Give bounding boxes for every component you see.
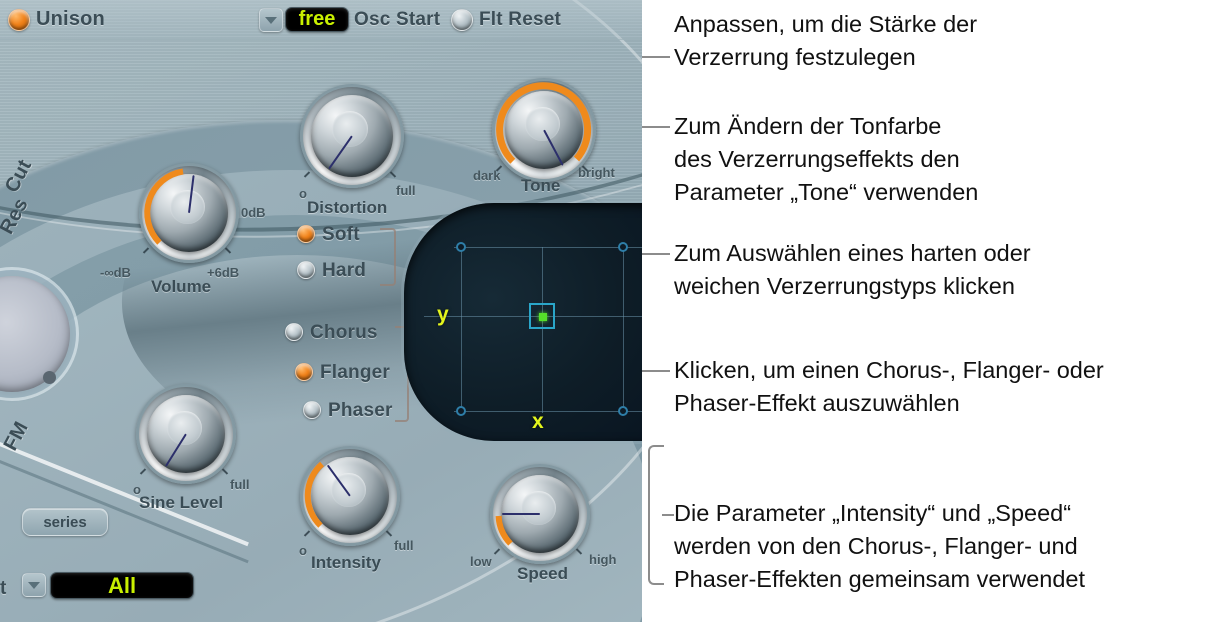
sine-level-max-label: full (230, 477, 250, 492)
xy-node-bottom-right[interactable] (618, 406, 628, 416)
chorus-label[interactable]: Chorus (310, 322, 378, 343)
volume-min-label: -∞dB (100, 265, 131, 280)
phaser-led[interactable] (303, 401, 321, 419)
filter-cutoff-knob[interactable] (0, 276, 70, 392)
distortion-hard-label[interactable]: Hard (322, 260, 367, 281)
filter-select-value-display[interactable]: All (50, 572, 194, 599)
distortion-knob[interactable] (300, 84, 404, 188)
xy-y-axis-label: y (437, 303, 449, 326)
xy-node-top-right[interactable] (618, 242, 628, 252)
tone-knob-label: Tone (521, 176, 561, 195)
callout-brace-stub (662, 514, 674, 516)
callout-text-distortion: Anpassen, um die Stärke der Verzerrung f… (674, 11, 978, 70)
callout-text-tone: Zum Ändern der Tonfarbe des Verzerrungse… (674, 113, 979, 205)
volume-knob-label: Volume (151, 277, 212, 296)
distortion-hard-led[interactable] (297, 261, 315, 279)
filter-knob-notch (43, 371, 56, 384)
distortion-max-label: full (396, 183, 416, 198)
xy-pad[interactable]: y x (404, 203, 642, 441)
xy-node-top-left[interactable] (456, 242, 466, 252)
chevron-down-icon (265, 16, 277, 24)
volume-mid-label: 0dB (241, 205, 266, 220)
callout-line-distortion (642, 56, 670, 58)
osc-start-label: Osc Start (354, 9, 441, 30)
xy-handle[interactable] (529, 303, 555, 329)
tone-knob[interactable] (492, 78, 596, 182)
series-button[interactable]: series (22, 508, 108, 536)
distortion-soft-label[interactable]: Soft (322, 224, 360, 245)
speed-max-label: high (589, 552, 617, 567)
callout-brace-intensity-speed (648, 445, 664, 585)
synth-plugin-panel: Unison free Osc Start Flt Reset Cut Res … (0, 0, 642, 622)
filter-select-prefix-label: t (0, 578, 7, 599)
callout-text-soft-hard: Zum Auswählen eines harten oder weichen … (674, 240, 1031, 299)
callout-line-mod-select (642, 370, 670, 372)
intensity-knob-label: Intensity (311, 553, 381, 572)
speed-knob-arc (495, 515, 513, 546)
chevron-down-icon (28, 581, 40, 589)
unison-led[interactable] (8, 9, 30, 31)
sine-level-min-label: o (133, 482, 141, 497)
intensity-knob[interactable] (300, 446, 400, 546)
tone-max-label: bright (578, 165, 615, 180)
flt-reset-label: Flt Reset (479, 9, 562, 30)
xy-node-bottom-left[interactable] (456, 406, 466, 416)
unison-label: Unison (36, 8, 105, 30)
tone-min-label: dark (473, 168, 501, 183)
flanger-label[interactable]: Flanger (320, 362, 391, 383)
distortion-knob-label: Distortion (307, 198, 388, 217)
intensity-min-label: o (299, 543, 307, 558)
xy-x-axis-label: x (532, 410, 544, 433)
flt-reset-led[interactable] (451, 9, 473, 31)
fm-label: FM (0, 418, 33, 455)
volume-knob[interactable] (139, 163, 239, 263)
speed-knob-label: Speed (517, 564, 569, 583)
tone-knob-arc (496, 82, 592, 164)
callout-line-soft-hard (642, 253, 670, 255)
sine-level-knob[interactable] (136, 384, 236, 484)
volume-knob-arc (144, 168, 184, 245)
speed-knob[interactable] (490, 464, 590, 564)
distortion-soft-led[interactable] (297, 225, 315, 243)
volume-max-label: +6dB (207, 265, 240, 280)
distortion-type-bracket (380, 228, 396, 286)
intensity-knob-arc (304, 461, 325, 528)
speed-knob-pointer (502, 513, 540, 515)
callout-text-mod-select: Klicken, um einen Chorus-, Flanger- oder… (674, 357, 1104, 416)
phaser-label[interactable]: Phaser (328, 400, 393, 421)
flanger-led[interactable] (295, 363, 313, 381)
sine-level-knob-label: Sine Level (139, 493, 224, 512)
chorus-led[interactable] (285, 323, 303, 341)
osc-start-value-display[interactable]: free (285, 7, 349, 32)
osc-start-menu-button[interactable] (259, 8, 283, 32)
filter-select-menu-button[interactable] (22, 573, 46, 597)
callout-text-intensity-speed: Die Parameter „Intensity“ und „Speed“ we… (674, 500, 1086, 592)
intensity-max-label: full (394, 538, 414, 553)
speed-min-label: low (470, 554, 492, 569)
distortion-min-label: o (299, 186, 307, 201)
callout-line-tone (642, 126, 670, 128)
